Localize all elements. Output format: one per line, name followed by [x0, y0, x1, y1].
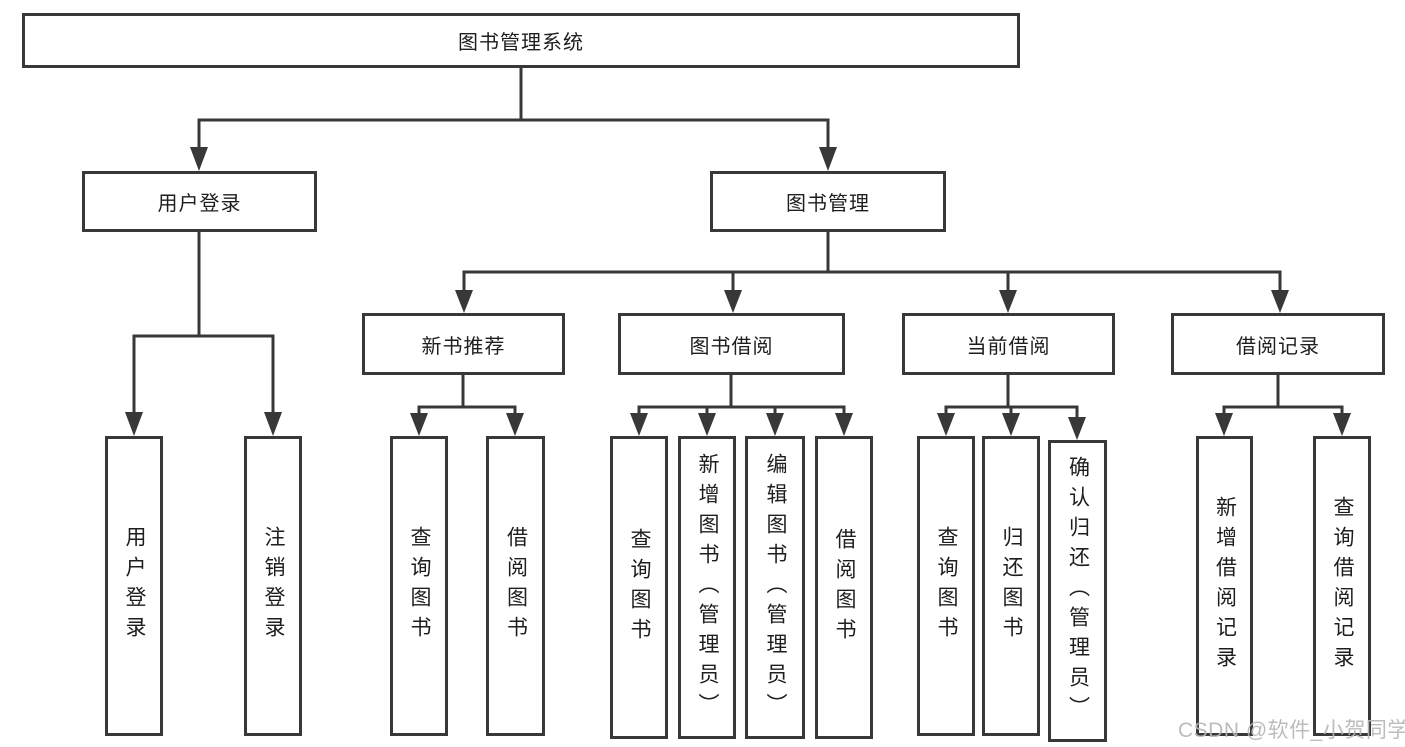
csdn-watermark: CSDN @软件_小贺同学: [1178, 719, 1405, 742]
node-book-management: 图书管理: [710, 171, 946, 232]
leaf-add-book-admin-label: 新增图书（管理员）: [696, 452, 719, 723]
node-book-borrow: 图书借阅: [618, 313, 845, 375]
node-root: 图书管理系统: [22, 13, 1020, 68]
leaf-confirm-return-admin-label: 确认归还（管理员）: [1066, 456, 1090, 726]
leaf-return-books: 归还图书: [982, 436, 1040, 736]
node-new-book-recommend-label: 新书推荐: [421, 335, 506, 358]
leaf-query-borrow-record: 查询借阅记录: [1313, 436, 1371, 736]
leaf-query-books-recommend: 查询图书: [390, 436, 448, 736]
leaf-borrow-books-borrow: 借阅图书: [815, 436, 873, 739]
leaf-add-borrow-record: 新增借阅记录: [1196, 436, 1253, 736]
leaf-borrow-books-borrow-label: 借阅图书: [833, 527, 856, 648]
leaf-query-books-current: 查询图书: [917, 436, 975, 736]
leaf-borrow-books-recommend-label: 借阅图书: [504, 526, 528, 646]
node-user-login-label: 用户登录: [157, 193, 242, 215]
node-book-borrow-label: 图书借阅: [689, 335, 774, 358]
leaf-query-books-recommend-label: 查询图书: [408, 526, 431, 646]
leaf-add-borrow-record-label: 新增借阅记录: [1213, 496, 1237, 676]
leaf-user-login-label: 用户登录: [123, 526, 146, 646]
leaf-query-borrow-record-label: 查询借阅记录: [1331, 496, 1354, 676]
node-user-login: 用户登录: [82, 171, 317, 232]
node-borrow-records: 借阅记录: [1171, 313, 1385, 375]
leaf-add-book-admin: 新增图书（管理员）: [678, 436, 736, 739]
leaf-edit-book-admin-label: 编辑图书（管理员）: [764, 452, 787, 723]
leaf-return-books-label: 归还图书: [1000, 526, 1023, 646]
leaf-query-books-current-label: 查询图书: [935, 526, 958, 646]
leaf-logout-login: 注销登录: [244, 436, 302, 736]
leaf-query-books-borrow: 查询图书: [610, 436, 668, 739]
leaf-query-books-borrow-label: 查询图书: [628, 527, 651, 648]
node-borrow-records-label: 借阅记录: [1236, 335, 1320, 358]
leaf-user-login: 用户登录: [105, 436, 163, 736]
node-book-management-label: 图书管理: [786, 193, 870, 215]
leaf-logout-login-label: 注销登录: [262, 526, 285, 646]
leaf-edit-book-admin: 编辑图书（管理员）: [745, 436, 805, 739]
leaf-confirm-return-admin: 确认归还（管理员）: [1048, 440, 1107, 742]
node-current-borrow-label: 当前借阅: [966, 335, 1051, 358]
leaf-borrow-books-recommend: 借阅图书: [486, 436, 545, 736]
node-new-book-recommend: 新书推荐: [362, 313, 565, 375]
node-current-borrow: 当前借阅: [902, 313, 1115, 375]
node-root-label: 图书管理系统: [458, 32, 584, 54]
arrowhead-icons: [125, 147, 1351, 440]
